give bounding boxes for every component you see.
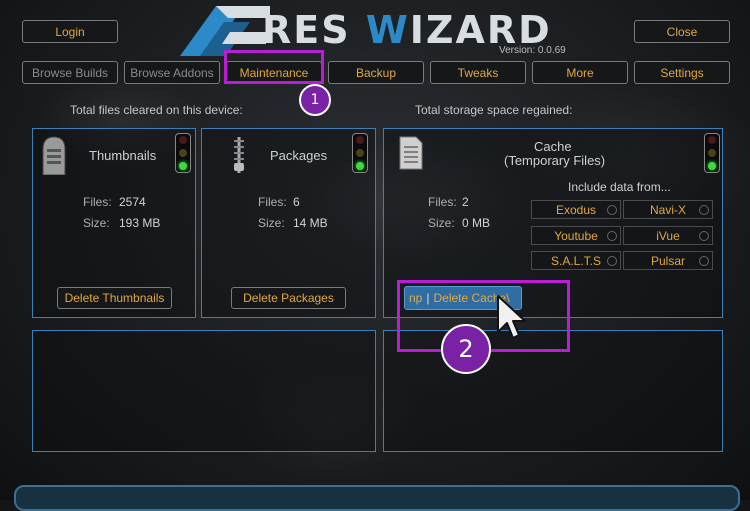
bottom-bar: [14, 485, 740, 511]
cache-size-value: 0 MB: [462, 216, 491, 230]
app-title: RES WIZARD: [262, 8, 552, 52]
thumbnails-files-value: 2574: [119, 195, 146, 209]
radio-icon: [607, 231, 617, 241]
step2-badge: 2: [441, 324, 491, 374]
empty-panel-left: [32, 330, 376, 452]
version-label: Version: 0.0.69: [499, 45, 566, 56]
option-ivue[interactable]: iVue: [623, 226, 713, 245]
ares-logo-icon: [180, 6, 270, 56]
option-pulsar[interactable]: Pulsar: [623, 251, 713, 270]
cache-files-label: Files:: [428, 195, 457, 209]
option-exodus[interactable]: Exodus: [531, 200, 621, 219]
files-cleared-heading: Total files cleared on this device:: [70, 103, 243, 117]
tab-backup[interactable]: Backup: [328, 61, 424, 84]
packages-files-value: 6: [293, 195, 300, 209]
packages-panel: Packages Files: 6 Size: 14 MB Delete Pac…: [201, 128, 376, 318]
tab-tweaks[interactable]: Tweaks: [430, 61, 526, 84]
tab-browse-addons[interactable]: Browse Addons: [124, 61, 220, 84]
packages-size-value: 14 MB: [293, 216, 328, 230]
radio-icon: [699, 256, 709, 266]
thumbnails-status-light-icon: [175, 133, 191, 173]
delete-packages-button[interactable]: Delete Packages: [231, 287, 346, 309]
thumbnails-size-label: Size:: [83, 216, 110, 230]
cache-title: Cache: [534, 139, 572, 154]
packages-files-label: Files:: [258, 195, 287, 209]
option-navi-x[interactable]: Navi-X: [623, 200, 713, 219]
zipper-icon: [234, 137, 244, 173]
tab-more[interactable]: More: [532, 61, 628, 84]
thumbnails-files-label: Files:: [83, 195, 112, 209]
cache-files-value: 2: [462, 195, 469, 209]
thumbnail-icon: [42, 136, 66, 175]
radio-icon: [607, 205, 617, 215]
tab-maintenance[interactable]: Maintenance: [226, 61, 322, 84]
login-button[interactable]: Login: [22, 20, 118, 43]
radio-icon: [699, 231, 709, 241]
radio-icon: [607, 256, 617, 266]
step1-highlight: [224, 50, 324, 84]
delete-thumbnails-button[interactable]: Delete Thumbnails: [57, 287, 172, 309]
thumbnails-title: Thumbnails: [89, 148, 157, 163]
include-data-label: Include data from...: [568, 180, 671, 194]
storage-regained-heading: Total storage space regained:: [415, 103, 573, 117]
cache-status-light-icon: [704, 133, 720, 173]
cache-subtitle: (Temporary Files): [504, 153, 606, 168]
option-youtube[interactable]: Youtube: [531, 226, 621, 245]
packages-title: Packages: [270, 148, 328, 163]
tab-browse-builds[interactable]: Browse Builds: [22, 61, 118, 84]
cache-size-label: Size:: [428, 216, 455, 230]
packages-size-label: Size:: [258, 216, 285, 230]
mouse-cursor-icon: [497, 295, 526, 339]
step1-badge: 1: [299, 84, 331, 116]
thumbnails-panel: Thumbnails Files: 2574 Size: 193 MB Dele…: [32, 128, 196, 318]
option-salts[interactable]: S.A.L.T.S: [531, 251, 621, 270]
radio-icon: [699, 205, 709, 215]
packages-status-light-icon: [352, 133, 368, 173]
tab-settings[interactable]: Settings: [634, 61, 730, 84]
close-button[interactable]: Close: [634, 20, 730, 43]
document-icon: [399, 136, 423, 170]
thumbnails-size-value: 193 MB: [119, 216, 161, 230]
